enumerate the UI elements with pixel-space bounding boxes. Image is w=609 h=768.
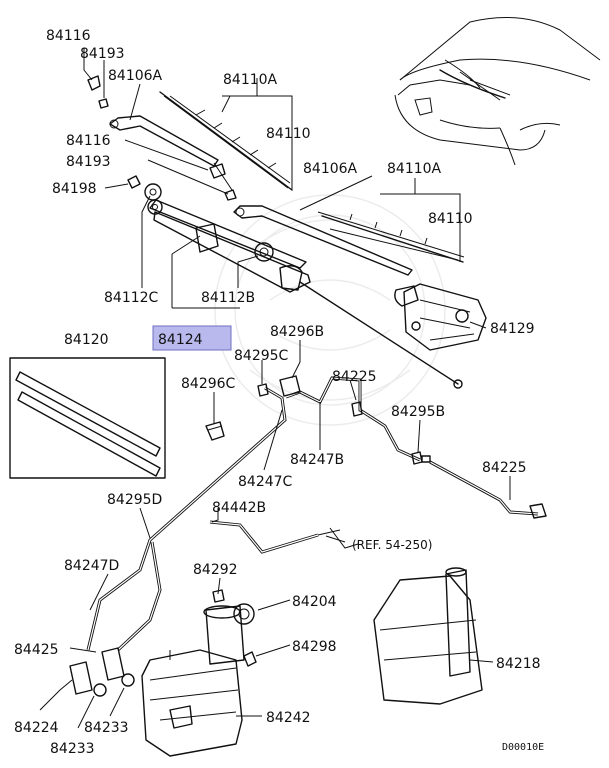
label-84193: 84193 bbox=[66, 154, 111, 170]
wiper-arm-84106a-right bbox=[233, 205, 413, 276]
label-84295d: 84295D bbox=[107, 492, 162, 508]
label-84116: 84116 bbox=[66, 133, 111, 149]
label-84110a: 84110A bbox=[223, 72, 278, 88]
joint-84295b bbox=[411, 451, 431, 465]
label-84204: 84204 bbox=[292, 594, 337, 610]
label-84224: 84224 bbox=[14, 720, 59, 736]
reference-arrow bbox=[325, 535, 346, 543]
label-84193: 84193 bbox=[80, 46, 125, 62]
label-84110: 84110 bbox=[428, 211, 473, 227]
label-84242: 84242 bbox=[266, 710, 311, 726]
cap-84116-lower bbox=[209, 163, 226, 179]
washer-hoses bbox=[86, 376, 539, 652]
label-84292: 84292 bbox=[193, 562, 238, 578]
car-overview-illustration bbox=[394, 17, 601, 166]
reservoir-84218 bbox=[373, 567, 483, 705]
part-labels: 84116 84193 84106A 84110A 84110 84116 84… bbox=[14, 28, 544, 757]
wiper-blade-84110-right bbox=[317, 211, 465, 263]
label-84198: 84198 bbox=[52, 181, 97, 197]
joint-84295c bbox=[257, 383, 269, 397]
label-reference: (REF. 54-250) bbox=[352, 538, 432, 552]
leader-lines bbox=[39, 48, 511, 729]
label-84218: 84218 bbox=[496, 656, 541, 672]
label-84225: 84225 bbox=[332, 369, 377, 385]
label-84110: 84110 bbox=[266, 126, 311, 142]
label-84296b: 84296B bbox=[270, 324, 324, 340]
wiper-motor-84129 bbox=[394, 283, 487, 351]
nut-84193-lower bbox=[224, 189, 237, 201]
label-84129: 84129 bbox=[490, 321, 535, 337]
diagram-code: D00010E bbox=[502, 742, 544, 753]
label-84106a: 84106A bbox=[108, 68, 163, 84]
label-84112b: 84112B bbox=[201, 290, 255, 306]
nut-84198 bbox=[127, 175, 141, 189]
label-84124: 84124 bbox=[158, 332, 203, 348]
label-84247c: 84247C bbox=[238, 474, 293, 490]
highlight-84124 bbox=[152, 325, 232, 351]
check-valve-84225 bbox=[351, 401, 363, 417]
label-84296c: 84296C bbox=[181, 376, 236, 392]
wiper-linkage-84124 bbox=[144, 183, 463, 389]
label-84298: 84298 bbox=[292, 639, 337, 655]
label-84442b: 84442B bbox=[212, 500, 266, 516]
label-84233: 84233 bbox=[50, 741, 95, 757]
label-84247d: 84247D bbox=[64, 558, 119, 574]
watermark-emblem bbox=[214, 194, 446, 426]
label-84225: 84225 bbox=[482, 460, 527, 476]
label-84233: 84233 bbox=[84, 720, 129, 736]
label-84110a: 84110A bbox=[387, 161, 442, 177]
nozzle-84225-rear bbox=[529, 503, 547, 519]
cap-84116 bbox=[87, 75, 101, 91]
label-84112c: 84112C bbox=[104, 290, 159, 306]
label-84247b: 84247B bbox=[290, 452, 344, 468]
washer-pump-84224 bbox=[69, 647, 135, 697]
label-84295b: 84295B bbox=[391, 404, 445, 420]
label-84106a: 84106A bbox=[303, 161, 358, 177]
label-84295c: 84295C bbox=[234, 348, 289, 364]
nozzle-84296b bbox=[279, 375, 301, 397]
clip-84296c bbox=[205, 421, 225, 441]
label-84120: 84120 bbox=[64, 332, 109, 348]
blade-rubber-84120-box bbox=[9, 357, 166, 479]
wiper-blade-84110-left bbox=[159, 91, 293, 191]
label-84116: 84116 bbox=[46, 28, 91, 44]
nut-84193 bbox=[98, 98, 109, 109]
wiper-arm-84106a-left bbox=[109, 115, 233, 191]
washer-tank-84242 bbox=[141, 589, 257, 757]
label-84425: 84425 bbox=[14, 642, 59, 658]
